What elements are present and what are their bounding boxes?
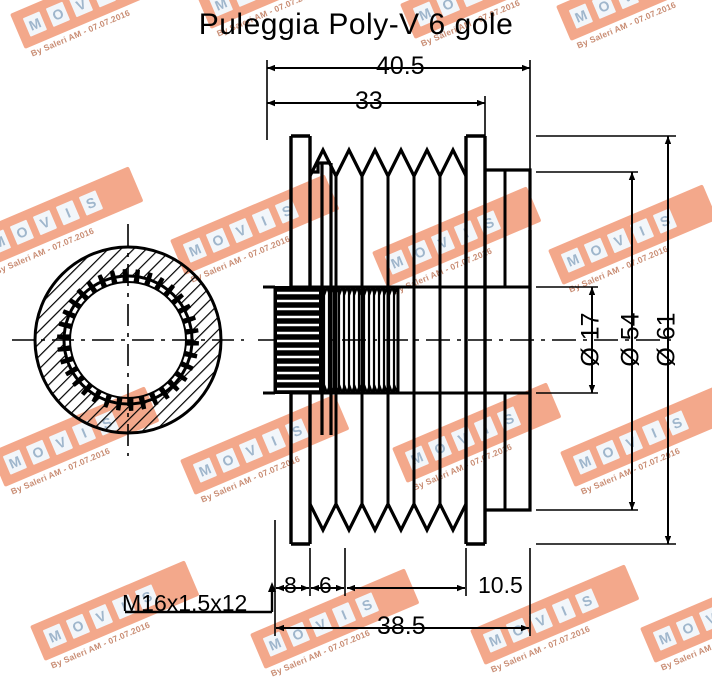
dim-label-33: 33 — [355, 87, 383, 115]
dim-label-8: 8 — [284, 572, 297, 598]
dim-label-d54: Ø 54 — [616, 312, 645, 367]
dim-label-10-5: 10.5 — [478, 572, 523, 598]
callout-thread-spec: M16x1.5x12 — [122, 590, 248, 616]
dim-label-40-5: 40.5 — [376, 52, 425, 80]
page-title: Puleggia Poly-V 6 gole — [198, 8, 514, 41]
spline-teeth — [57, 269, 199, 411]
dim-label-d61: Ø 61 — [652, 312, 681, 367]
text-layer: Puleggia Poly-V 6 gole 40.5 33 Ø 17 Ø 54… — [122, 8, 681, 640]
dim-label-6: 6 — [319, 572, 332, 598]
dim-label-d17: Ø 17 — [576, 312, 605, 367]
dim-label-38-5: 38.5 — [377, 612, 426, 640]
